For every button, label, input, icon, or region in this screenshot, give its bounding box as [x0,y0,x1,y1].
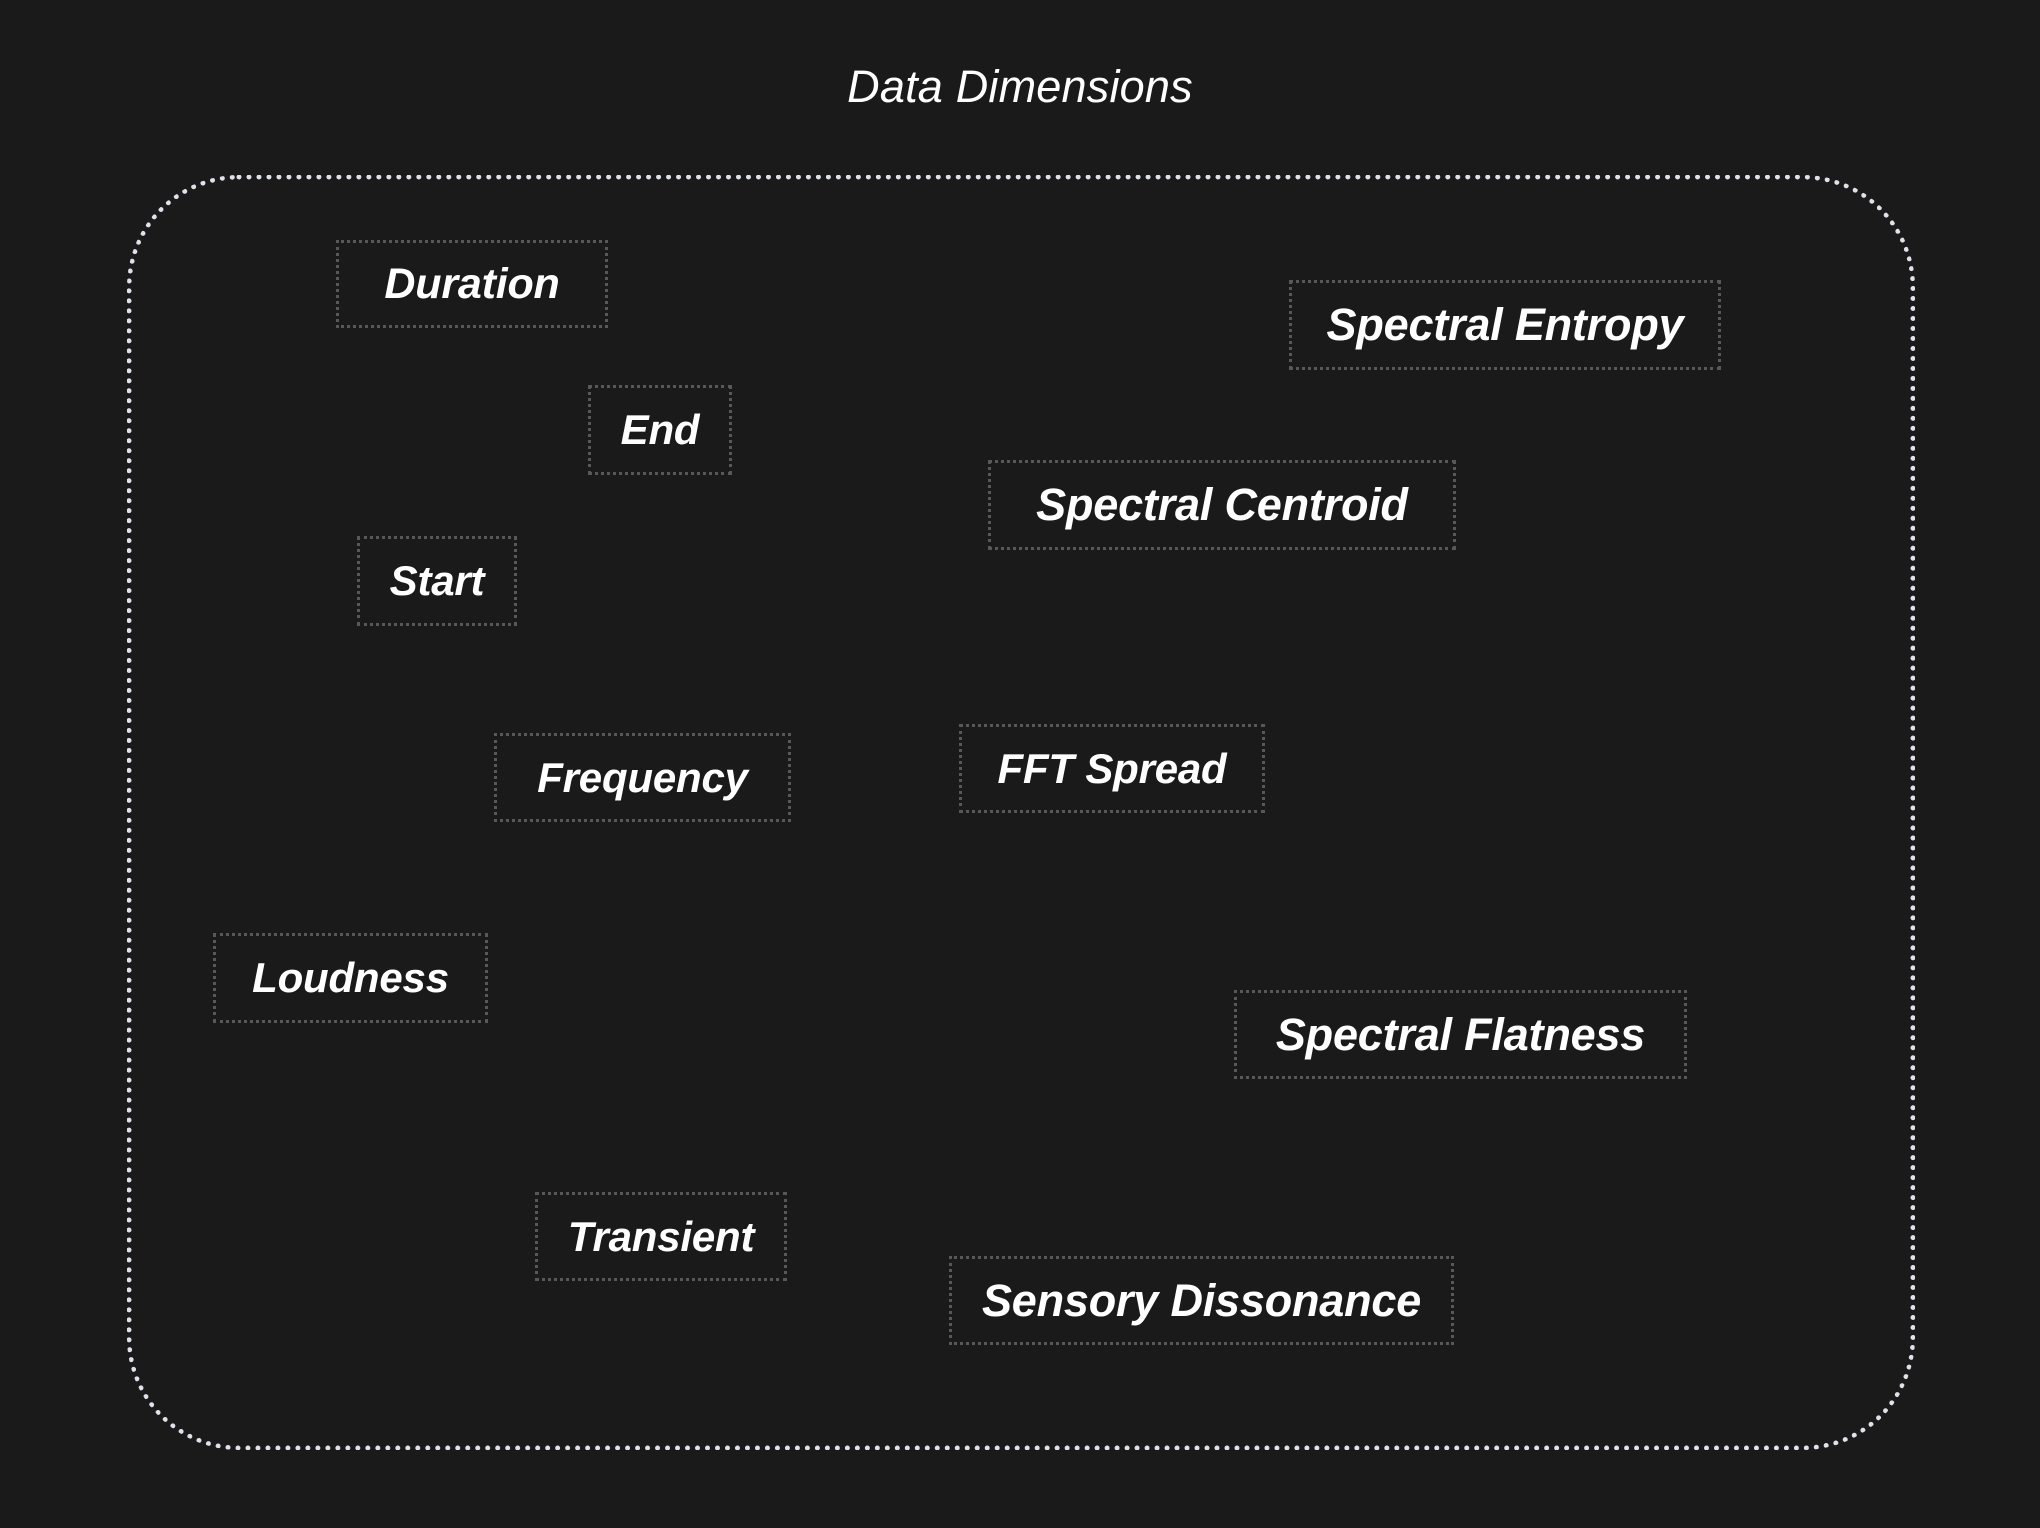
dimension-label[interactable]: Spectral Flatness [1234,990,1687,1079]
page-title: Data Dimensions [847,61,1193,112]
dimension-label[interactable]: Start [357,536,517,626]
dimension-label[interactable]: Sensory Dissonance [949,1256,1454,1345]
cluster-boundary [127,175,1915,1450]
dimension-label[interactable]: FFT Spread [959,724,1265,813]
dimension-label[interactable]: Transient [535,1192,787,1281]
dimension-label[interactable]: Frequency [494,733,791,822]
dimension-label[interactable]: Spectral Centroid [988,460,1456,550]
dimension-label[interactable]: Duration [336,240,608,328]
dimension-label[interactable]: End [588,385,732,475]
dimension-label[interactable]: Spectral Entropy [1289,280,1721,370]
dimension-label[interactable]: Loudness [213,933,488,1023]
